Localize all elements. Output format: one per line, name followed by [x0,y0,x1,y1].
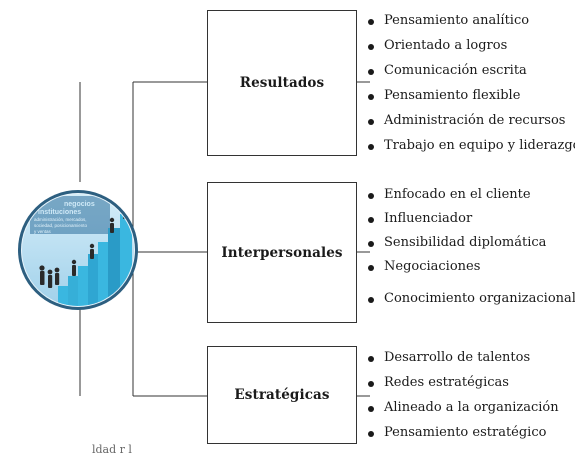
bullet-icon [368,406,374,412]
category-box-estrategicas: Estratégicas [207,346,357,444]
bullet-list-estrategicas: Desarrollo de talentos Redes estratégica… [368,350,559,450]
list-item-text: Pensamiento flexible [384,88,521,103]
list-item-text: Enfocado en el cliente [384,187,531,202]
list-item: Pensamiento flexible [368,88,575,113]
bullet-icon [368,193,374,199]
list-item: Pensamiento estratégico [368,425,559,450]
list-item: Desarrollo de talentos [368,350,559,375]
category-label-estrategicas: Estratégicas [234,387,330,403]
bullet-icon [368,241,374,247]
caption-line-2: instituciones [38,209,81,216]
caption-line-1: negocios [64,201,95,208]
bullet-icon [368,94,374,100]
list-item: Trabajo en equipo y liderazgo [368,138,575,163]
list-item: Alineado a la organización [368,400,559,425]
bullet-icon [368,144,374,150]
bullet-list-interpersonales: Enfocado en el cliente Influenciador Sen… [368,187,575,315]
caption-line-5: y ventas [34,229,52,234]
list-item: Enfocado en el cliente [368,187,575,211]
central-illustration: negocios instituciones administración, m… [18,190,138,310]
bullet-icon [368,44,374,50]
list-item: Influenciador [368,211,575,235]
list-item-text: Alineado a la organización [384,400,559,415]
list-item-text: Desarrollo de talentos [384,350,531,365]
category-label-interpersonales: Interpersonales [221,244,343,261]
list-item-text: Influenciador [384,211,473,226]
list-item-text: Negociaciones [384,259,481,274]
list-item: Pensamiento analítico [368,13,575,38]
list-item: Sensibilidad diplomática [368,235,575,259]
bullet-icon [368,381,374,387]
bullet-list-resultados: Pensamiento analítico Orientado a logros… [368,13,575,163]
category-box-interpersonales: Interpersonales [207,182,357,323]
list-item-text: Comunicación escrita [384,63,527,78]
list-item-text: Pensamiento analítico [384,13,530,28]
caption-line-3: administración, mercados, [34,217,87,222]
cropped-caption-fragment: ldad r l [92,443,132,453]
list-item-text: Redes estratégicas [384,375,509,390]
category-box-resultados: Resultados [207,10,357,156]
bullet-icon [368,265,374,271]
bullet-icon [368,356,374,362]
list-item-text: Trabajo en equipo y liderazgo [384,138,575,153]
list-item: Conocimiento organizacional [368,291,575,315]
bullet-icon [368,431,374,437]
category-label-resultados: Resultados [239,75,325,91]
list-item: Negociaciones [368,259,575,291]
list-item: Orientado a logros [368,38,575,63]
list-item-text: Sensibilidad diplomática [384,235,547,250]
bullet-icon [368,69,374,75]
caption-line-4: sociedad, posicionamiento [34,223,88,228]
bullet-icon [368,119,374,125]
bullet-icon [368,217,374,223]
list-item: Redes estratégicas [368,375,559,400]
list-item-text: Administración de recursos [384,113,566,128]
list-item-text: Conocimiento organizacional [384,291,575,306]
list-item: Administración de recursos [368,113,575,138]
bullet-icon [368,19,374,25]
list-item-text: Orientado a logros [384,38,508,53]
bullet-icon [368,297,374,303]
list-item: Comunicación escrita [368,63,575,88]
list-item-text: Pensamiento estratégico [384,425,547,440]
